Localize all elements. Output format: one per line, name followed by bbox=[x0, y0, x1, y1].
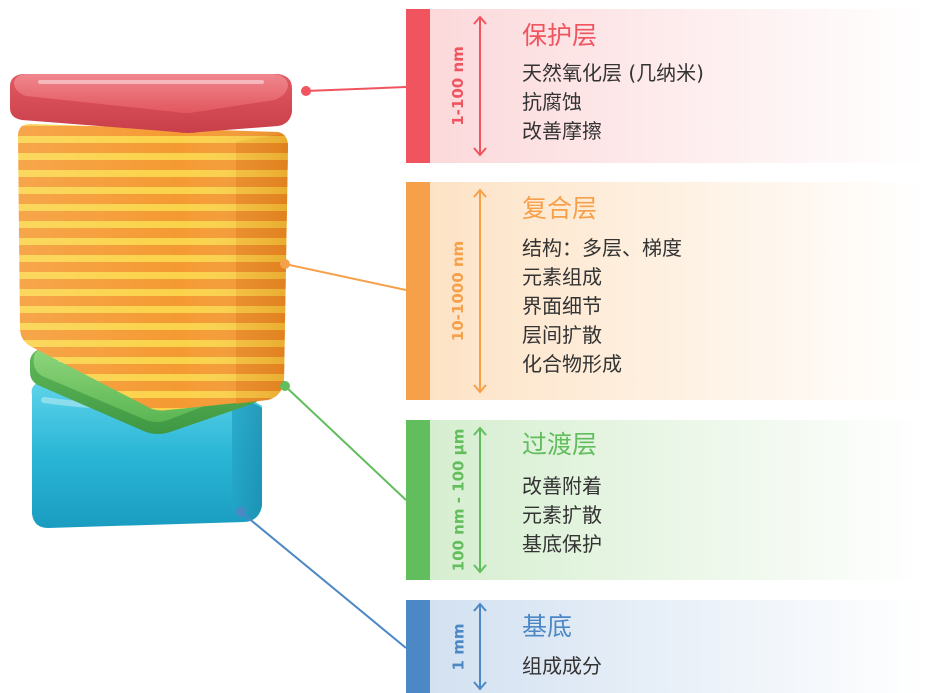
substrate-panel-background bbox=[430, 600, 926, 693]
transition-color-bar bbox=[406, 420, 430, 580]
composite-layer-items: 结构：多层、梯度 元素组成 界面细节 层间扩散 化合物形成 bbox=[522, 234, 682, 379]
leader-protective bbox=[301, 86, 407, 96]
protective-color-bar bbox=[406, 9, 430, 163]
substrate-layer-items: 组成成分 bbox=[522, 652, 602, 681]
list-item: 改善摩擦 bbox=[522, 119, 602, 143]
list-item: 天然氧化层 (几纳米) bbox=[522, 61, 704, 85]
list-item: 基底保护 bbox=[522, 532, 602, 556]
transition-layer-title: 过渡层 bbox=[522, 430, 598, 459]
transition-thickness-arrow bbox=[473, 426, 487, 574]
substrate-layer-panel: 1 mm 基底 组成成分 bbox=[406, 600, 926, 693]
protective-block bbox=[10, 74, 292, 133]
transition-panel-background bbox=[430, 420, 926, 580]
composite-layer-panel: 10-1000 nm 复合层 结构：多层、梯度 元素组成 界面细节 层间扩散 化… bbox=[406, 182, 926, 400]
list-item: 抗腐蚀 bbox=[522, 90, 582, 114]
composite-thickness-text: 10-1000 nm bbox=[449, 240, 468, 342]
leader-substrate bbox=[236, 507, 407, 649]
protective-thickness-text: 1-100 nm bbox=[449, 46, 468, 126]
transition-layer-items: 改善附着 元素扩散 基底保护 bbox=[522, 472, 602, 559]
list-item: 组成成分 bbox=[522, 654, 602, 678]
protective-thickness-arrow bbox=[473, 15, 487, 157]
substrate-color-bar bbox=[406, 600, 430, 693]
leader-composite bbox=[280, 259, 407, 291]
composite-panel-background bbox=[430, 182, 926, 400]
substrate-thickness-arrow bbox=[473, 602, 487, 691]
leader-transition bbox=[280, 381, 407, 501]
protective-panel-background bbox=[430, 9, 926, 163]
list-item: 元素组成 bbox=[522, 265, 602, 289]
list-item: 结构：多层、梯度 bbox=[522, 236, 682, 260]
list-item: 化合物形成 bbox=[522, 352, 622, 376]
protective-layer-panel: 1-100 nm 保护层 天然氧化层 (几纳米) 抗腐蚀 改善摩擦 bbox=[406, 9, 926, 163]
substrate-layer-title: 基底 bbox=[522, 612, 573, 641]
composite-layer-title: 复合层 bbox=[522, 194, 598, 223]
transition-layer-panel: 100 nm - 100 μm 过渡层 改善附着 元素扩散 基底保护 bbox=[406, 420, 926, 580]
composite-color-bar bbox=[406, 182, 430, 400]
protective-layer-title: 保护层 bbox=[522, 21, 598, 50]
list-item: 元素扩散 bbox=[522, 503, 602, 527]
composite-block bbox=[18, 124, 288, 411]
list-item: 改善附着 bbox=[522, 474, 602, 498]
list-item: 层间扩散 bbox=[522, 323, 602, 347]
transition-thickness-text: 100 nm - 100 μm bbox=[449, 428, 467, 572]
substrate-thickness-text: 1 mm bbox=[449, 623, 468, 670]
composite-thickness-arrow bbox=[473, 188, 487, 394]
protective-layer-items: 天然氧化层 (几纳米) 抗腐蚀 改善摩擦 bbox=[522, 59, 704, 146]
list-item: 界面细节 bbox=[522, 294, 602, 318]
